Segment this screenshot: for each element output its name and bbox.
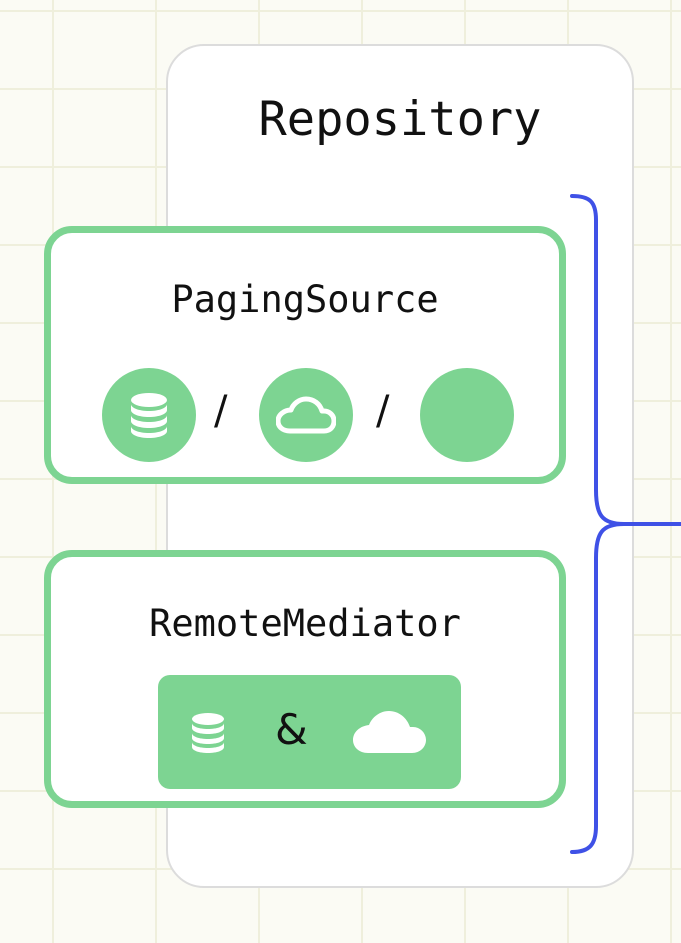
cloud-icon xyxy=(259,368,353,462)
remote-mediator-title: RemoteMediator xyxy=(149,602,461,645)
and-connector: & xyxy=(275,705,308,754)
repository-bracket xyxy=(570,194,681,854)
separator-slash-1: / xyxy=(214,388,228,434)
remote-mediator-card: RemoteMediator & xyxy=(44,550,566,808)
repository-title: Repository xyxy=(258,92,542,147)
separator-slash-2: / xyxy=(376,388,390,434)
database-icon xyxy=(102,368,196,462)
paging-source-title: PagingSource xyxy=(171,278,439,321)
generic-source-icon xyxy=(420,368,514,462)
remote-mediator-sources-panel: & xyxy=(158,675,461,789)
database-icon xyxy=(192,713,224,753)
cloud-icon xyxy=(353,711,426,753)
paging-source-card: PagingSource / / xyxy=(44,226,566,484)
